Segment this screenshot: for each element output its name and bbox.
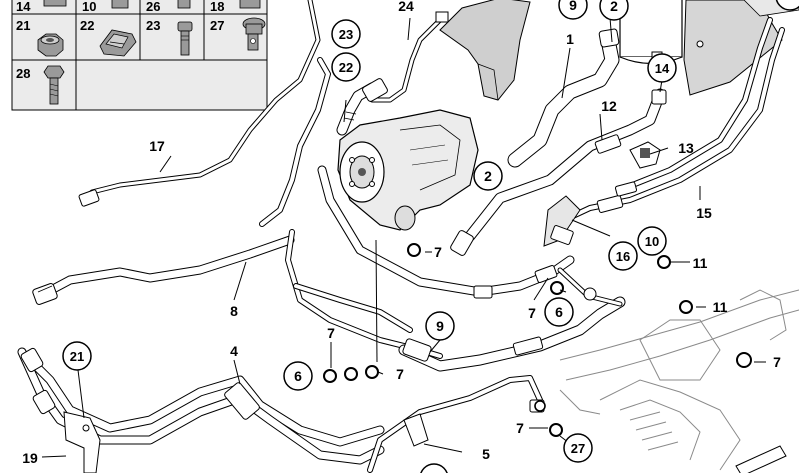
callout-7-mid: 7 bbox=[528, 305, 536, 321]
fluid-reservoir bbox=[619, 0, 683, 65]
part-10-image bbox=[111, 0, 129, 9]
callout-27: 27 bbox=[571, 441, 585, 456]
part-num-18: 18 bbox=[210, 0, 224, 14]
part-26-image bbox=[177, 0, 191, 9]
callout-8: 8 bbox=[230, 303, 238, 319]
callout-11-upper: 11 bbox=[693, 255, 708, 271]
pump-inlet-fitting bbox=[336, 78, 388, 136]
callout-14: 14 bbox=[655, 61, 670, 76]
part-num-28: 28 bbox=[16, 66, 30, 81]
part-14-image bbox=[43, 0, 67, 7]
return-hose-loop bbox=[317, 165, 575, 299]
power-steering-pump bbox=[337, 109, 479, 231]
hose-17 bbox=[78, 0, 331, 227]
part-num-14: 14 bbox=[16, 0, 31, 14]
callout-2-mid: 2 bbox=[484, 168, 492, 184]
callout-9-top: 9 bbox=[569, 0, 577, 13]
callout-12: 12 bbox=[601, 98, 617, 114]
part-18-image bbox=[239, 0, 261, 9]
callout-9-mid: 9 bbox=[436, 318, 444, 334]
parts-box: 14 10 26 18 21 22 23 27 bbox=[11, 0, 268, 111]
reservoir-bracket bbox=[683, 0, 799, 96]
callout-7-rack: 7 bbox=[773, 354, 781, 370]
callout-13: 13 bbox=[678, 140, 694, 156]
part-21-nut-image bbox=[37, 33, 64, 57]
part-num-21: 21 bbox=[16, 18, 30, 33]
callout-7-left: 7 bbox=[327, 325, 335, 341]
hose-8 bbox=[32, 235, 295, 305]
callout-7-pump: 7 bbox=[434, 244, 442, 260]
pressure-pipe bbox=[285, 229, 626, 372]
callout-2-top: 2 bbox=[610, 0, 618, 14]
hose-4 bbox=[17, 347, 385, 465]
part-num-26: 26 bbox=[146, 0, 160, 14]
hose-12 bbox=[450, 88, 667, 256]
direction-arrow bbox=[735, 445, 787, 473]
part-num-10: 10 bbox=[82, 0, 96, 14]
bracket-16 bbox=[543, 195, 581, 247]
callout-4: 4 bbox=[230, 343, 238, 359]
callout-16: 16 bbox=[616, 249, 630, 264]
hose-24 bbox=[369, 11, 449, 103]
callout-10: 10 bbox=[645, 234, 659, 249]
seals bbox=[323, 243, 752, 437]
part-27-banjo-bolt-image bbox=[242, 17, 266, 51]
callout-17: 17 bbox=[149, 138, 165, 154]
hose-15 bbox=[557, 17, 785, 225]
callout-6-left: 6 bbox=[294, 368, 302, 384]
callout-5: 5 bbox=[482, 446, 490, 462]
part-num-27: 27 bbox=[210, 18, 224, 33]
callout-19: 19 bbox=[22, 450, 38, 466]
callout-15: 15 bbox=[696, 205, 712, 221]
part-23-bolt-image bbox=[177, 21, 193, 56]
callout-7-center: 7 bbox=[396, 366, 404, 382]
part-num-23: 23 bbox=[146, 18, 160, 33]
part-28-bolt-image bbox=[43, 65, 65, 105]
heat-shield bbox=[439, 0, 531, 101]
callout-partial-top-right bbox=[775, 0, 799, 11]
callout-23: 23 bbox=[339, 27, 353, 42]
callout-1: 1 bbox=[566, 31, 574, 47]
callout-partial-bottom bbox=[420, 463, 448, 473]
plain-callouts: 1 12 13 15 11 11 7 7 7 7 7 7 24 17 8 4 5… bbox=[22, 0, 781, 466]
callout-11-lower: 11 bbox=[713, 299, 728, 315]
line-art bbox=[17, 0, 799, 473]
hose-1 bbox=[507, 28, 620, 168]
leader-lines bbox=[41, 17, 766, 458]
callout-24: 24 bbox=[398, 0, 414, 14]
callout-6-right: 6 bbox=[555, 304, 563, 320]
callout-21: 21 bbox=[70, 349, 84, 364]
callout-7-bottom: 7 bbox=[516, 420, 524, 436]
callout-22: 22 bbox=[339, 60, 353, 75]
clamp-13 bbox=[629, 141, 661, 169]
steering-rack bbox=[559, 289, 799, 471]
part-num-22: 22 bbox=[80, 18, 94, 33]
circled-callouts: 9 2 14 23 22 2 16 10 6 9 6 21 27 bbox=[62, 0, 799, 473]
part-22-clip-image bbox=[99, 29, 137, 57]
bracket-19 bbox=[63, 411, 101, 473]
